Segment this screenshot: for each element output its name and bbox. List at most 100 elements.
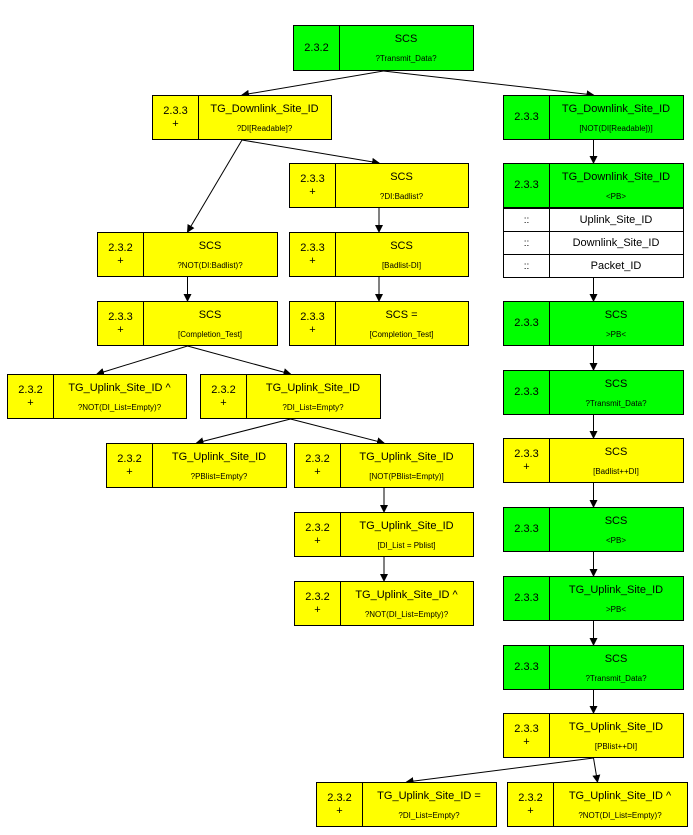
node-title: SCS: [394, 33, 418, 45]
state-node-n9: 2.3.3+SCS =[Completion_Test]: [289, 301, 469, 346]
node-version-cell: 2.3.3+: [153, 96, 199, 139]
state-node-n19: 2.3.2+ TG_Uplink_Site_ID ^ ?NOT(DI_List=Em…: [294, 581, 474, 626]
node-body: TG_Downlink_Site_ID[NOT(DI[Readable])]: [549, 96, 683, 139]
node-version: 2.3.3: [514, 592, 539, 604]
node-plus-marker: +: [126, 465, 133, 478]
node-body: TG_Uplink_Site_ID?PBlist=Empty?: [152, 444, 286, 487]
node-version-cell: 2.3.2: [294, 26, 340, 70]
node-version: 2.3.2: [327, 791, 352, 804]
node-guard: [Completion_Test]: [177, 330, 243, 339]
state-node-n16: 2.3.3+SCS[Badlist++DI]: [503, 438, 684, 483]
node-guard: ?Transmit_Data?: [375, 54, 437, 63]
node-body: TG_Uplink_Site_ID ^?NOT(DI_List=Empty)?: [53, 375, 186, 418]
parameter-name: Downlink_Site_ID: [572, 237, 660, 249]
node-version: 2.3.3: [514, 523, 539, 535]
node-guard: >PB<: [605, 605, 626, 614]
node-version: 2.3.3: [514, 661, 539, 673]
state-node-n2: 2.3.3+TG_Downlink_Site_ID?DI[Readable]?: [152, 95, 332, 140]
node-title: SCS: [604, 378, 628, 390]
parameter-row: ::Packet_ID: [504, 254, 683, 277]
state-node-n22: 2.3.3+TG_Uplink_Site_ID[PBlist++DI]: [503, 713, 684, 758]
node-guard: <PB>: [605, 192, 626, 201]
node-version-cell: 2.3.3: [504, 96, 550, 139]
node-title: TG_Downlink_Site_ID: [561, 103, 671, 115]
node-version: 2.3.3: [514, 317, 539, 329]
node-version: 2.3.3: [514, 179, 539, 191]
parameter-row: ::Downlink_Site_ID: [504, 231, 683, 254]
node-guard: [DI_List = Pblist]: [377, 541, 436, 550]
node-version: 2.3.3: [108, 310, 133, 323]
node-version-cell: 2.3.3: [504, 164, 550, 207]
node-body: SCS?DI:Badlist?: [335, 164, 468, 207]
node-version: 2.3.3: [514, 447, 539, 460]
node-guard: <PB>: [605, 536, 626, 545]
node-title: SCS: [604, 515, 628, 527]
node-version: 2.3.2: [18, 383, 43, 396]
node-guard: ?DI[Readable]?: [236, 124, 293, 133]
node-version: 2.3.2: [108, 241, 133, 254]
node-version-cell: 2.3.2+: [107, 444, 153, 487]
node-title: SCS: [198, 309, 222, 321]
state-node-n4: 2.3.3+SCS?DI:Badlist?: [289, 163, 469, 208]
node-plus-marker: +: [309, 254, 316, 267]
node-body: SCS?NOT(DI:Badlist)?: [143, 233, 277, 276]
node-version-cell: 2.3.3: [504, 508, 550, 551]
node-body: SCS[Badlist++DI]: [549, 439, 683, 482]
node-version-cell: 2.3.3: [504, 577, 550, 620]
node-guard: ?Transmit_Data?: [585, 399, 647, 408]
node-plus-marker: +: [314, 465, 321, 478]
state-node-n24: 2.3.2+TG_Uplink_Site_ID ^?NOT(DI_List=Em…: [507, 782, 688, 827]
parameter-marker: ::: [504, 209, 550, 231]
node-plus-marker: +: [336, 804, 343, 817]
node-body: TG_Uplink_Site_ID ^ ?NOT(DI_List=Empty)?: [340, 582, 473, 625]
node-body: TG_Uplink_Site_ID>PB<: [549, 577, 683, 620]
edge-n22-n24: [592, 757, 601, 783]
node-guard: >PB<: [605, 330, 626, 339]
edge-n1-n2: [241, 70, 384, 98]
node-version-cell: 2.3.2+: [295, 444, 341, 487]
node-plus-marker: +: [523, 460, 530, 473]
node-plus-marker: +: [309, 323, 316, 336]
parameter-row: ::Uplink_Site_ID: [504, 208, 683, 231]
node-body: TG_Uplink_Site_ID[NOT(PBlist=Empty)]: [340, 444, 473, 487]
state-node-n20: 2.3.3 TG_Uplink_Site_ID>PB<: [503, 576, 684, 621]
node-body: SCS[Badlist-DI]: [335, 233, 468, 276]
node-version-cell: 2.3.2+: [295, 513, 341, 556]
node-version: 2.3.2: [305, 521, 330, 534]
node-version-cell: 2.3.2+: [295, 582, 341, 625]
state-node-n17: 2.3.2+TG_Uplink_Site_ID[DI_List = Pblist…: [294, 512, 474, 557]
node-guard: ?DI_List=Empty?: [282, 403, 344, 412]
node-body: TG_Uplink_Site_ID[PBlist++DI]: [549, 714, 683, 757]
node-title: TG_Uplink_Site_ID ^: [355, 589, 458, 601]
node-version-cell: 2.3.3+: [504, 714, 550, 757]
node-plus-marker: +: [527, 804, 534, 817]
node-plus-marker: +: [172, 117, 179, 130]
node-body: SCS>PB<: [549, 302, 683, 345]
node-plus-marker: +: [314, 603, 321, 616]
node-version: 2.3.2: [305, 590, 330, 603]
state-node-n15: 2.3.2+TG_Uplink_Site_ID[NOT(PBlist=Empty…: [294, 443, 474, 488]
edge-n8-n11: [96, 345, 188, 376]
node-version: 2.3.3: [300, 172, 325, 185]
parameter-marker: ::: [504, 232, 550, 254]
node-version: 2.3.3: [300, 241, 325, 254]
state-node-n10: 2.3.3 SCS>PB<: [503, 301, 684, 346]
node-body: TG_Downlink_Site_ID?DI[Readable]?: [198, 96, 331, 139]
node-body: TG_Uplink_Site_ID =?DI_List=Empty?: [362, 783, 496, 826]
node-version: 2.3.3: [300, 310, 325, 323]
node-version-cell: 2.3.2+: [98, 233, 144, 276]
node-version-cell: 2.3.3+: [504, 439, 550, 482]
node-title: TG_Uplink_Site_ID ^: [568, 790, 672, 802]
state-node-n12: 2.3.2+TG_Uplink_Site_ID?DI_List=Empty?: [200, 374, 381, 419]
node-version: 2.3.2: [117, 452, 142, 465]
node-body: SCS ?Transmit_Data?: [339, 26, 473, 70]
node-guard: ?NOT(DI_List=Empty)?: [364, 610, 449, 619]
node-title: SCS =: [385, 309, 418, 321]
node-body: TG_Uplink_Site_ID ^ ?NOT(DI_List=Empty)?: [553, 783, 687, 826]
node-version-cell: 2.3.3+: [98, 302, 144, 345]
edge-n22-n23: [405, 757, 594, 786]
node-guard: ?NOT(DI_List=Empty)?: [578, 811, 662, 820]
node-title: SCS: [604, 653, 628, 665]
node-title: TG_Uplink_Site_ID ^: [68, 382, 171, 394]
